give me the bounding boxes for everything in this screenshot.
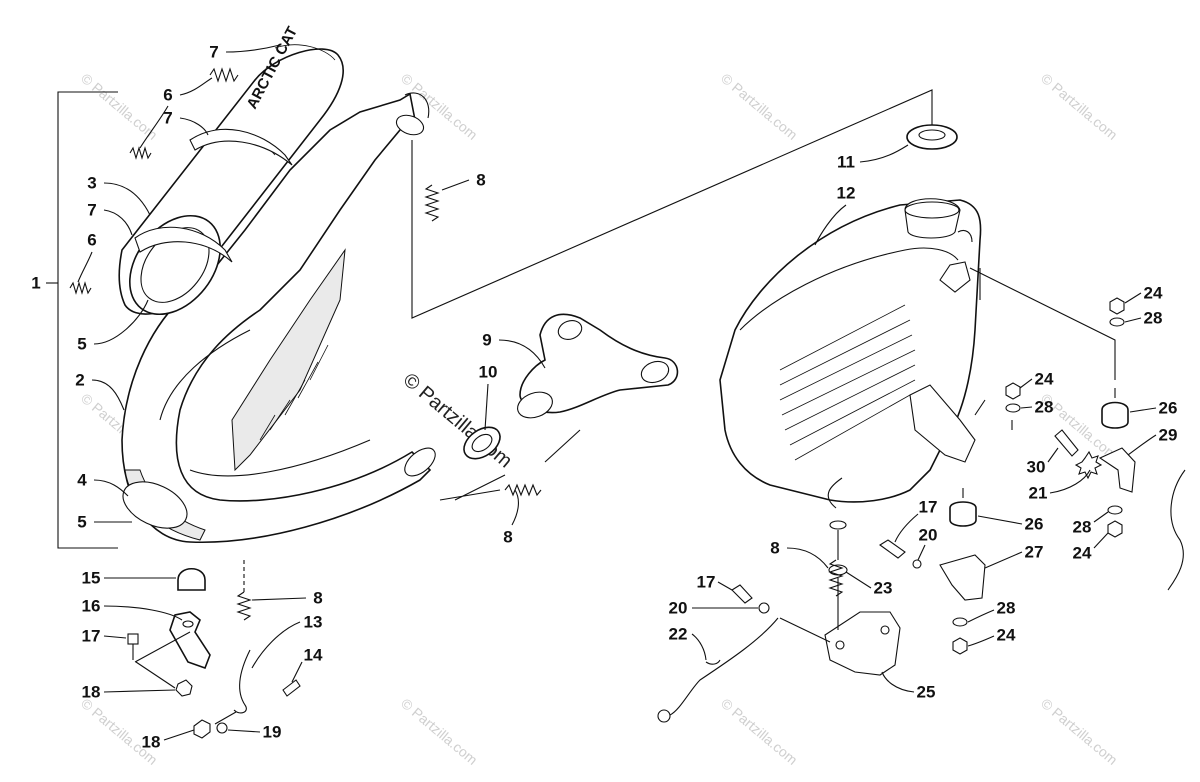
watermark: © Partzilla.com <box>718 70 801 143</box>
callout-23: 23 <box>874 579 893 598</box>
assembly-bracket-1 <box>46 91 118 549</box>
callout-14: 14 <box>304 646 323 665</box>
leader-lines-right <box>969 267 1116 430</box>
callout-29: 29 <box>1159 426 1178 445</box>
callout-8-right: 8 <box>770 539 779 558</box>
callout-21: 21 <box>1029 484 1048 503</box>
callout-4: 4 <box>77 471 87 490</box>
bracket-29 <box>1098 447 1136 493</box>
bolt-14 <box>282 679 301 697</box>
callout-11: 11 <box>837 153 855 172</box>
exhaust-manifold <box>517 313 679 419</box>
callout-19: 19 <box>263 723 282 742</box>
hardware-right <box>731 297 1125 655</box>
watermark: © Partzilla.com <box>78 695 161 768</box>
leader-lines-25 <box>779 530 839 643</box>
callout-8-center: 8 <box>503 528 512 547</box>
callout-10: 10 <box>479 363 498 382</box>
spring-8-lower <box>236 560 252 621</box>
callout-layer: 1 2 3 4 5 5 6 6 7 7 7 8 8 8 9 10 11 12 <box>31 43 1177 752</box>
callout-24-mid: 24 <box>1035 370 1054 389</box>
callout-3: 3 <box>87 174 96 193</box>
spring-8-center <box>439 429 581 501</box>
callout-7-low: 7 <box>87 201 96 220</box>
bracket-16 <box>169 611 211 670</box>
callout-2: 2 <box>75 371 84 390</box>
ground-cable-22 <box>657 617 779 723</box>
muffler: ARCTIC CAT <box>118 24 344 316</box>
callout-15: 15 <box>82 569 101 588</box>
rubber-mount-26-bottom <box>949 488 977 527</box>
callout-24-top: 24 <box>1144 284 1163 303</box>
silencer-canister <box>719 198 982 503</box>
callout-26-bottom: 26 <box>1025 515 1044 534</box>
callout-17-lower: 17 <box>697 573 716 592</box>
callout-18-left: 18 <box>82 683 101 702</box>
rubber-bumper-15 <box>177 567 206 591</box>
callout-24-bottom: 24 <box>997 626 1016 645</box>
bolt-17-left <box>127 633 139 660</box>
callout-24-right: 24 <box>1073 544 1092 563</box>
callout-12: 12 <box>837 184 856 203</box>
callout-6-top: 6 <box>163 86 172 105</box>
nut-18-left <box>175 679 193 697</box>
callout-7-top: 7 <box>209 43 218 62</box>
callout-16: 16 <box>82 597 101 616</box>
rubber-mount-26-top <box>1101 388 1129 429</box>
watermark: © Partzilla.com <box>398 695 481 768</box>
callout-20-lower: 20 <box>669 599 688 618</box>
callout-28-top: 28 <box>1144 309 1163 328</box>
callout-28-mid: 28 <box>1035 398 1054 417</box>
bracket-25 <box>824 611 901 676</box>
watermark: © Partzilla.com <box>1038 70 1121 143</box>
callout-8-top: 8 <box>476 171 485 190</box>
callout-27: 27 <box>1025 543 1044 562</box>
spring-8-right <box>827 477 844 597</box>
frame-fragment <box>1167 469 1186 591</box>
leader-line-long <box>411 89 933 319</box>
callout-13: 13 <box>304 613 323 632</box>
pin-13 <box>233 649 251 714</box>
callout-28-right: 28 <box>1073 518 1092 537</box>
callout-25: 25 <box>917 683 936 702</box>
callout-9: 9 <box>482 331 491 350</box>
callout-8-lower: 8 <box>313 589 322 608</box>
callout-17-mid: 17 <box>919 498 938 517</box>
callout-5-top: 5 <box>77 335 86 354</box>
spring-8-top <box>424 184 440 222</box>
muffler-lower-end <box>122 469 206 541</box>
nut-18-bottom <box>193 719 228 739</box>
watermark: © Partzilla.com <box>78 70 161 143</box>
callout-1: 1 <box>31 274 40 293</box>
bracket-27 <box>939 554 986 601</box>
callout-6-bottom: 6 <box>87 231 96 250</box>
callout-5-bottom: 5 <box>77 513 86 532</box>
callout-7-mid: 7 <box>163 109 172 128</box>
callout-22: 22 <box>669 625 688 644</box>
callout-18-bottom: 18 <box>142 733 161 752</box>
grommet-11 <box>906 124 958 150</box>
watermark: © Partzilla.com <box>718 695 801 768</box>
watermark: © Partzilla.com <box>1038 695 1121 768</box>
callout-30: 30 <box>1027 458 1046 477</box>
callout-28-bottom: 28 <box>997 599 1016 618</box>
callout-26-top: 26 <box>1159 399 1178 418</box>
heat-shield <box>231 248 346 472</box>
exhaust-grommet-10 <box>463 426 501 460</box>
callout-20-mid: 20 <box>919 526 938 545</box>
callout-17-left: 17 <box>82 627 101 646</box>
springs-6 <box>69 67 239 295</box>
